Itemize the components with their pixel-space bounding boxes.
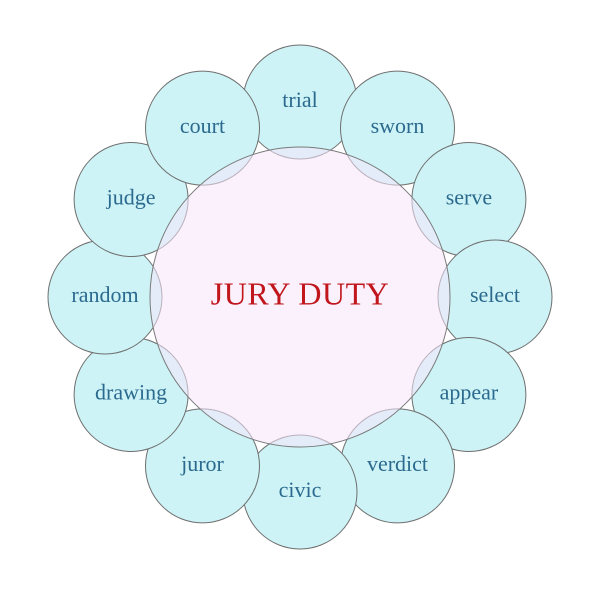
outer-circles: trial sworn serve select appear verdict civic j… — [47, 44, 553, 550]
concept-word-appear: appear — [440, 380, 499, 405]
concept-word-trial: trial — [282, 87, 317, 112]
concept-word-court: court — [180, 113, 225, 138]
concept-word-judge: judge — [106, 185, 156, 210]
concept-word-civic: civic — [279, 477, 322, 502]
concept-word-random: random — [71, 282, 138, 307]
concept-word-drawing: drawing — [95, 380, 167, 405]
center-circle — [149, 146, 451, 448]
concept-word-sworn: sworn — [371, 113, 425, 138]
diagram-title: JURY DUTY — [211, 275, 389, 311]
concept-word-juror: juror — [180, 451, 224, 476]
concept-word-select: select — [470, 282, 520, 307]
concept-word-serve: serve — [446, 185, 492, 210]
concept-word-verdict: verdict — [367, 451, 428, 476]
